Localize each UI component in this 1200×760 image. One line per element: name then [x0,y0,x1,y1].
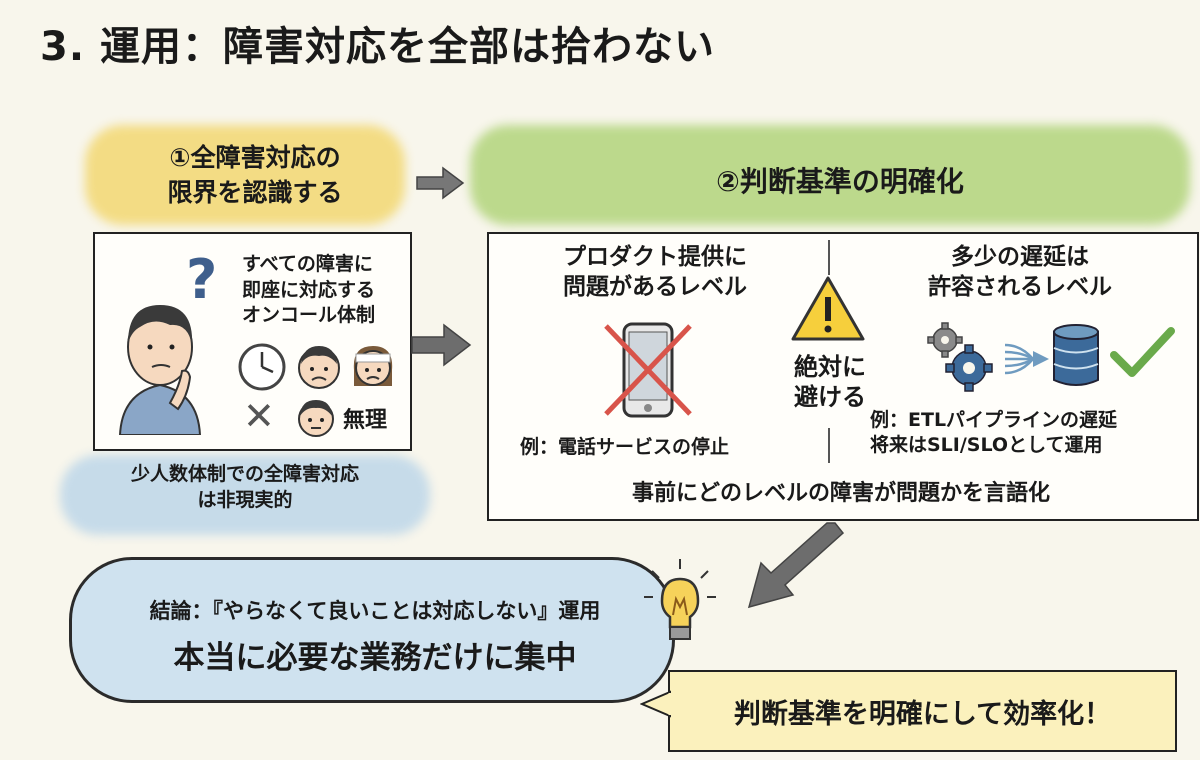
left-title-line2: 問題があるレベル [505,273,805,303]
step1-heading-line1: ①全障害対応の [95,140,415,175]
right-example-line1: 例：ETLパイプラインの遅延 [870,408,1117,433]
muri-label: 無理 [343,402,387,434]
arrow-down-left-icon [735,515,845,615]
lightbulb-icon [640,555,720,650]
right-title-line2: 許容されるレベル [860,273,1180,303]
right-example: 例：ETLパイプラインの遅延 将来はSLI/SLOとして運用 [870,408,1117,457]
callout-text: 判断基準を明確にして効率化！ [734,692,1111,731]
bandaged-face-icon [348,340,398,390]
step1-desc-line2: 即座に対応する [242,278,375,304]
stressed-face-icon [295,342,343,390]
page-title: 3. 運用：障害対応を全部は拾わない [40,14,715,72]
step1-note-line1: 少人数体制での全障害対応 [60,462,430,488]
column-divider [828,240,830,275]
right-title-line1: 多少の遅延は [860,243,1180,273]
conclusion-line1: 結論：『やらなくて良いことは対応しない』運用 [95,595,655,625]
clock-icon [237,342,287,392]
callout-box: 判断基準を明確にして効率化！ [668,670,1177,752]
warning-icon [790,275,866,343]
arrow-right-icon [415,165,465,201]
cross-icon: ✕ [243,394,275,438]
step2-footer: 事前にどのレベルの障害が問題かを言語化 [487,475,1195,507]
step1-note-line2: は非現実的 [60,488,430,514]
callout-tail [640,690,672,720]
step1-heading-line2: 限界を認識する [95,175,415,210]
center-label: 絶対に 避ける [775,352,885,412]
column-divider [828,428,830,463]
step2-heading: ②判断基準の明確化 [560,160,1120,200]
left-column-title: プロダクト提供に 問題があるレベル [505,243,805,303]
left-title-line1: プロダクト提供に [505,243,805,273]
small-face-icon [295,396,337,438]
checkmark-icon [1110,325,1175,380]
step1-desc-line1: すべての障害に [242,252,375,278]
right-column-title: 多少の遅延は 許容されるレベル [860,243,1180,303]
center-line2: 避ける [775,382,885,412]
question-icon: ? [186,248,217,311]
conclusion-line2: 本当に必要な業務だけに集中 [95,632,655,677]
step1-desc-line3: オンコール体制 [242,303,375,329]
left-example: 例：電話サービスの停止 [520,435,729,461]
data-flow-icon [1003,335,1053,385]
phone-crossed-icon [600,320,695,420]
conclusion-cloud [72,560,672,700]
arrow-right-icon [410,322,472,368]
step1-heading: ①全障害対応の 限界を認識する [95,140,415,210]
right-example-line2: 将来はSLI/SLOとして運用 [870,433,1117,458]
step1-description: すべての障害に 即座に対応する オンコール体制 [242,252,375,329]
gear-icon [925,320,1005,395]
database-icon [1050,322,1102,390]
step1-note: 少人数体制での全障害対応 は非現実的 [60,462,430,513]
center-line1: 絶対に [775,352,885,382]
